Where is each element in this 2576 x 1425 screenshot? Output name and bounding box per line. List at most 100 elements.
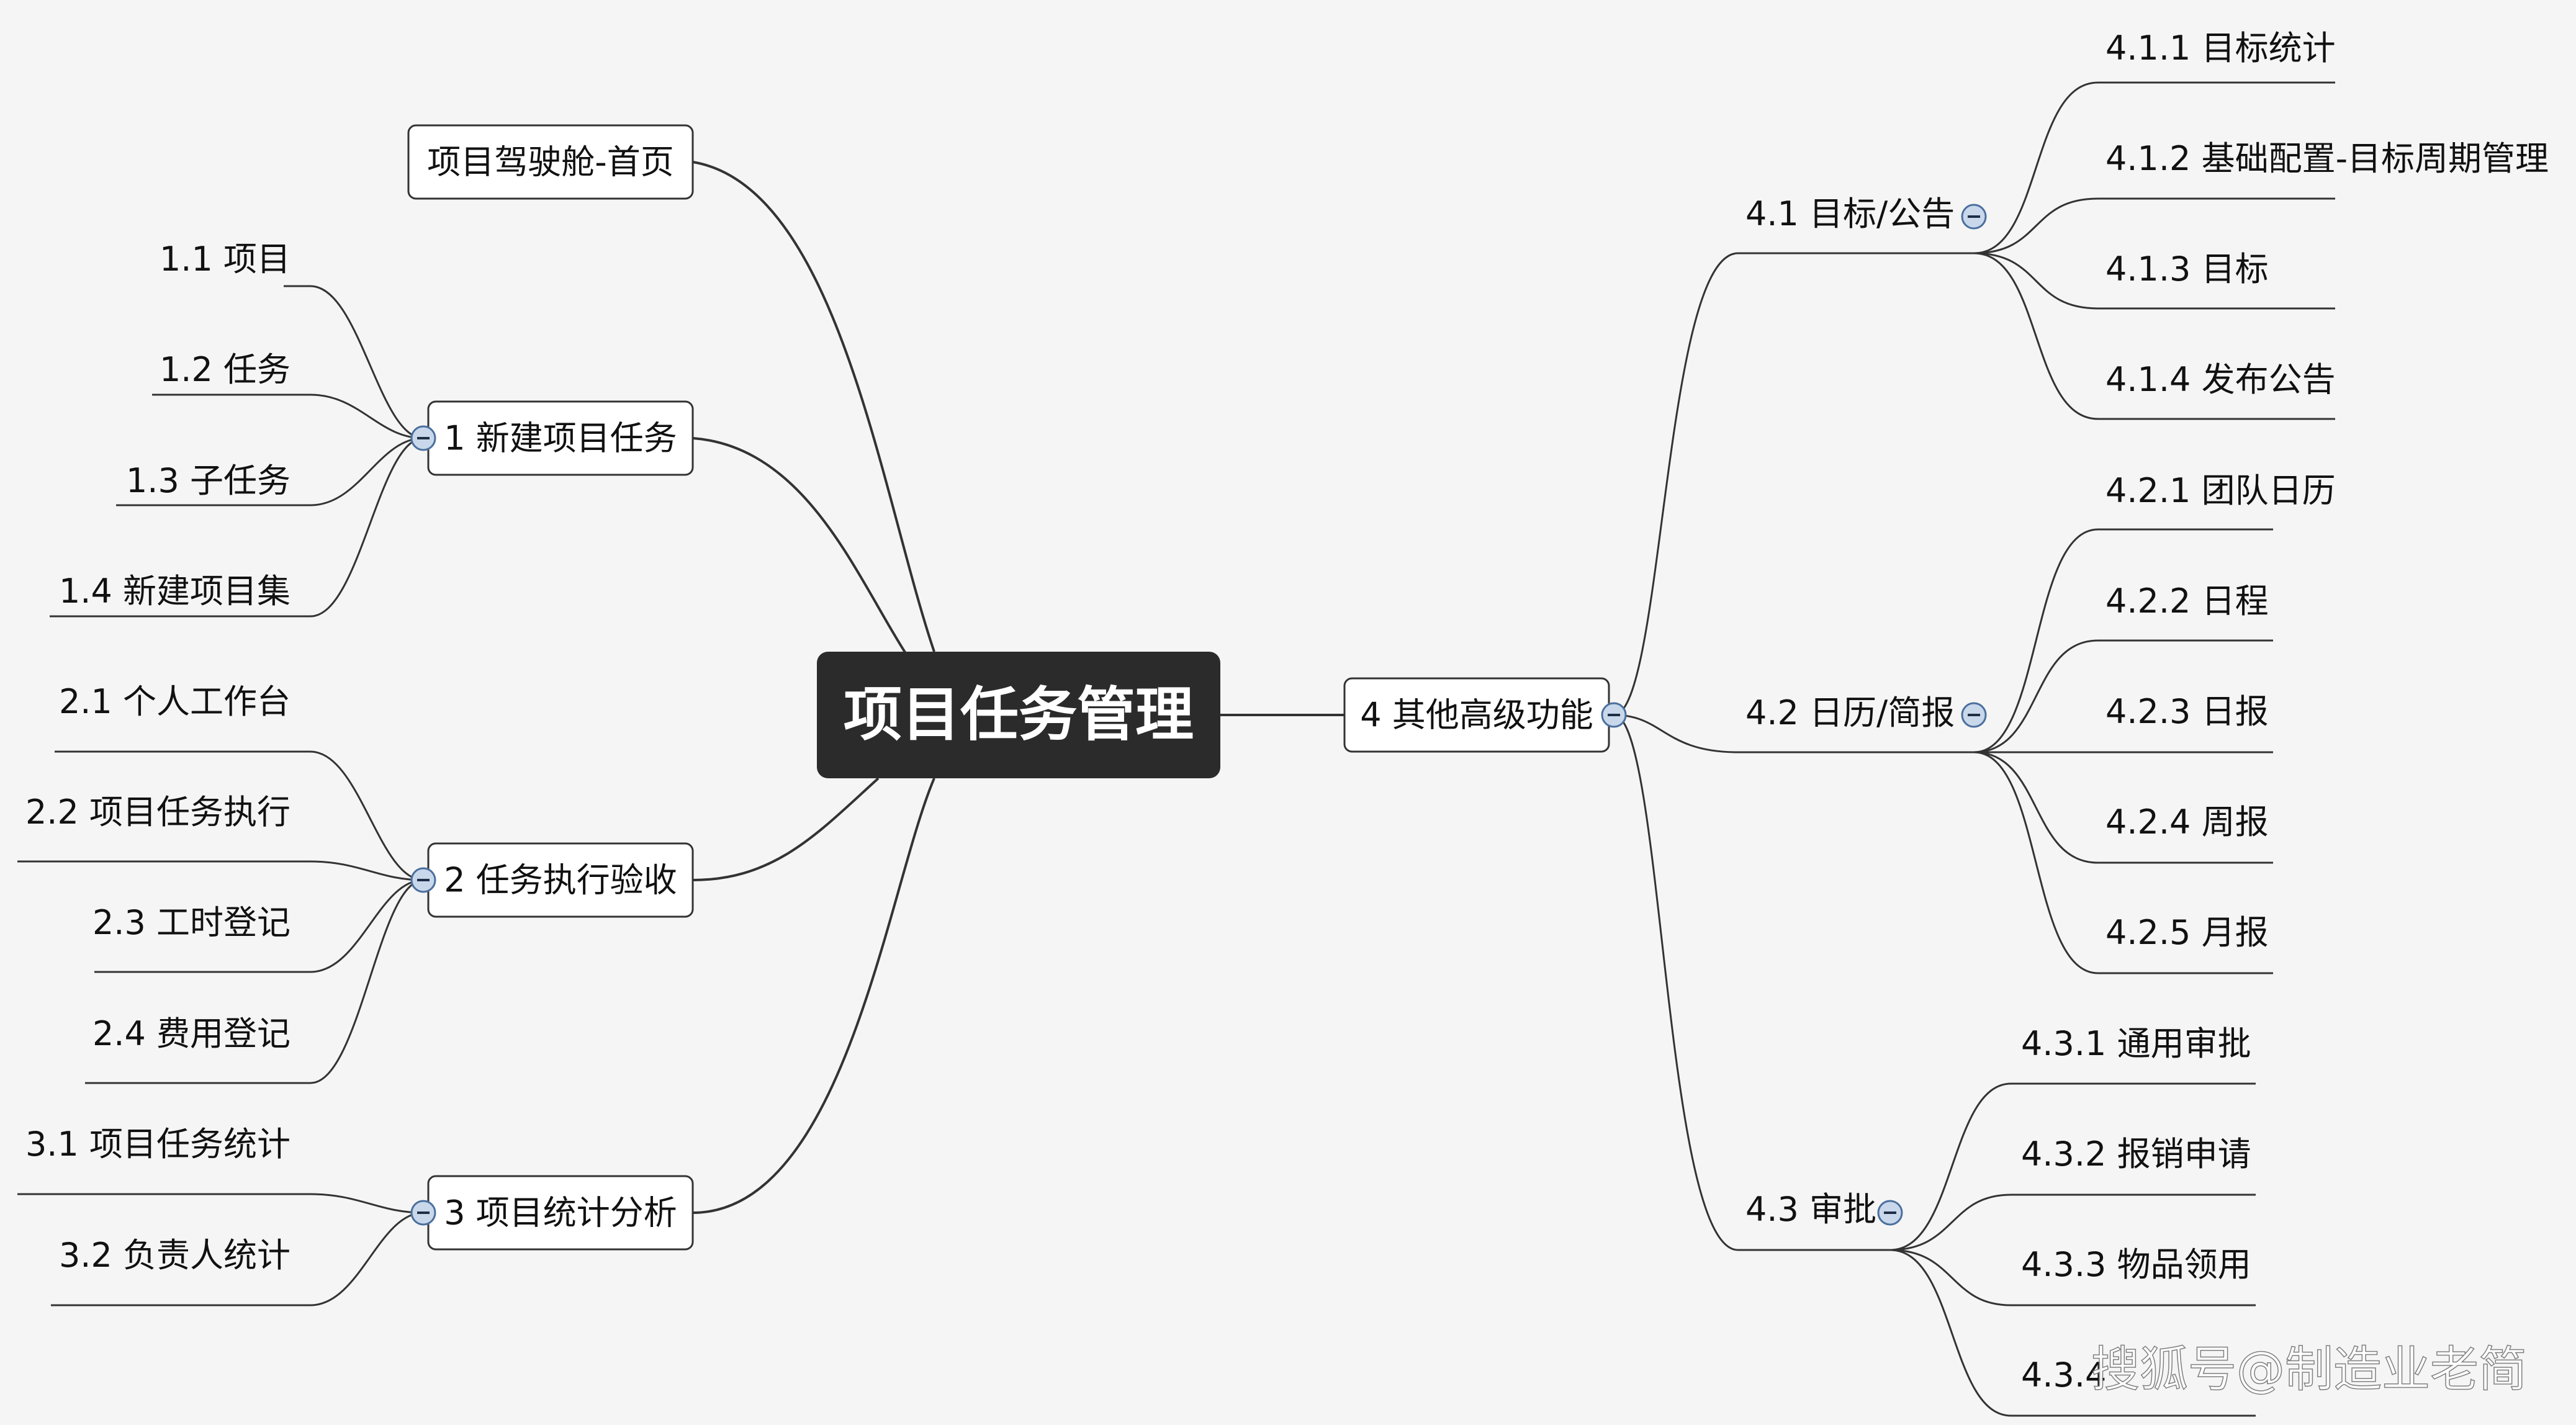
connector-subtopic-2-4 (85, 879, 424, 1084)
topic-branch-2-label: 2 任务执行验收 (444, 861, 677, 900)
connector-subtopic-1-3 (116, 437, 424, 506)
svg-text:3.1 项目任务统计: 3.1 项目任务统计 (25, 1125, 290, 1164)
subtopic-1-4[interactable]: 1.4 新建项目集 (59, 572, 290, 611)
connector-group-4-3 (1613, 714, 1890, 1251)
root-topic-box (817, 652, 1220, 778)
connector-subtopic-3-1 (17, 1193, 424, 1214)
group-4-3[interactable]: 4.3 审批 (1745, 1190, 1876, 1229)
connector-subtopic-4-3-2 (1889, 1193, 2256, 1251)
connector-subtopic-4-2-2 (1973, 639, 2273, 753)
collapse-toggle-group-4-2[interactable] (1961, 702, 1987, 728)
topic-home-label: 项目驾驶舱-首页 (427, 143, 674, 182)
topic-branch-3[interactable]: 3 项目统计分析 (427, 1175, 694, 1251)
topic-branch-2[interactable]: 2 任务执行验收 (427, 842, 694, 918)
topic-branch-1-label: 1 新建项目任务 (444, 419, 677, 458)
topic-branch-1[interactable]: 1 新建项目任务 (427, 400, 694, 476)
topic-home[interactable]: 项目驾驶舱-首页 (407, 124, 694, 200)
watermark-text: 搜狐号@制造业老简 (2091, 1342, 2527, 1398)
topic-branch-4[interactable]: 4 其他高级功能 (1343, 677, 1610, 753)
subtopic-4-2-4[interactable]: 4.2.4 周报 (2105, 802, 2269, 842)
connector-root-home (692, 161, 935, 652)
collapse-toggle-branch-4[interactable] (1601, 702, 1627, 728)
subtopic-4-2-5[interactable]: 4.2.5 月报 (2105, 913, 2269, 952)
group-4-2[interactable]: 4.2 日历/简报 (1745, 693, 1955, 732)
root-topic-label: 项目任务管理 (844, 681, 1194, 749)
svg-text:4.3.2 报销申请: 4.3.2 报销申请 (2021, 1135, 2251, 1174)
subtopic-4-1-4[interactable]: 4.1.4 发布公告 (2105, 360, 2336, 399)
svg-text:4.1.1 目标统计: 4.1.1 目标统计 (2105, 29, 2336, 68)
subtopic-4-2-2[interactable]: 4.2.2 日程 (2105, 582, 2269, 621)
connector-subtopic-4-3-1 (1889, 1082, 2256, 1251)
connector-subtopic-4-2-1 (1973, 528, 2273, 753)
svg-text:3.2 负责人统计: 3.2 负责人统计 (59, 1236, 290, 1275)
subtopic-4-2-1[interactable]: 4.2.1 团队日历 (2105, 471, 2336, 510)
svg-text:1.4 新建项目集: 1.4 新建项目集 (59, 572, 290, 611)
connector-subtopic-1-2 (152, 393, 424, 439)
connector-root-branch-2 (692, 777, 880, 881)
subtopic-2-2[interactable]: 2.2 项目任务执行 (25, 793, 290, 832)
group-4-1-label: 4.1 目标/公告 (1745, 194, 1955, 233)
connector-group-4-2 (1613, 714, 1974, 753)
svg-text:4.3.1 通用审批: 4.3.1 通用审批 (2021, 1024, 2251, 1063)
svg-text:4.2.4 周报: 4.2.4 周报 (2105, 802, 2269, 842)
svg-text:1.1 项目: 1.1 项目 (160, 240, 290, 279)
mindmap-nodes: 项目任务管理 项目驾驶舱-首页 1 新建项目任务 1.1 项目 1.2 任务 1… (25, 29, 2549, 1395)
collapse-toggle-branch-1[interactable] (410, 425, 436, 451)
subtopic-4-1-3[interactable]: 4.1.3 目标 (2105, 249, 2269, 289)
svg-text:4.1.2 基础配置-目标周期管理: 4.1.2 基础配置-目标周期管理 (2105, 139, 2549, 178)
connector-subtopic-4-1-1 (1973, 81, 2335, 254)
subtopic-4-2-3[interactable]: 4.2.3 日报 (2105, 692, 2269, 731)
svg-text:2.1 个人工作台: 2.1 个人工作台 (59, 682, 290, 721)
connector-subtopic-4-1-3 (1973, 252, 2335, 310)
connector-subtopic-4-2-4 (1973, 751, 2273, 864)
svg-text:4.3.4: 4.3.4 (2021, 1355, 2106, 1395)
svg-text:4.2.2 日程: 4.2.2 日程 (2105, 582, 2269, 621)
subtopic-4-3-1[interactable]: 4.3.1 通用审批 (2021, 1024, 2251, 1063)
subtopic-2-3[interactable]: 2.3 工时登记 (92, 903, 290, 942)
subtopic-1-3[interactable]: 1.3 子任务 (126, 461, 290, 500)
svg-text:1.2 任务: 1.2 任务 (160, 350, 290, 389)
svg-text:4.1.4 发布公告: 4.1.4 发布公告 (2105, 360, 2336, 399)
subtopic-1-2[interactable]: 1.2 任务 (160, 350, 290, 389)
collapse-toggle-branch-2[interactable] (410, 867, 436, 893)
topic-branch-4-label: 4 其他高级功能 (1360, 696, 1593, 735)
svg-text:4.2.3 日报: 4.2.3 日报 (2105, 692, 2269, 731)
connector-subtopic-1-4 (50, 437, 424, 618)
subtopic-4-3-4[interactable]: 4.3.4 (2021, 1355, 2106, 1395)
svg-text:4.2.1 团队日历: 4.2.1 团队日历 (2105, 471, 2336, 510)
collapse-toggle-branch-3[interactable] (410, 1200, 436, 1226)
group-4-1[interactable]: 4.1 目标/公告 (1745, 194, 1955, 233)
topic-branch-3-label: 3 项目统计分析 (444, 1193, 677, 1233)
subtopic-3-2[interactable]: 3.2 负责人统计 (59, 1236, 290, 1275)
subtopic-2-1[interactable]: 2.1 个人工作台 (59, 682, 290, 721)
connector-subtopic-2-2 (17, 860, 424, 881)
svg-text:4.1.3 目标: 4.1.3 目标 (2105, 249, 2269, 289)
connector-subtopic-2-3 (94, 879, 424, 973)
svg-text:2.2 项目任务执行: 2.2 项目任务执行 (25, 793, 290, 832)
subtopic-2-4[interactable]: 2.4 费用登记 (92, 1014, 290, 1053)
collapse-toggle-group-4-3[interactable] (1877, 1200, 1903, 1226)
connector-subtopic-1-1 (284, 285, 424, 439)
connector-subtopic-2-1 (55, 750, 424, 881)
subtopic-3-1[interactable]: 3.1 项目任务统计 (25, 1125, 290, 1164)
subtopic-4-3-3[interactable]: 4.3.3 物品领用 (2021, 1245, 2251, 1284)
connector-group-4-1 (1613, 252, 1974, 716)
svg-text:1.3 子任务: 1.3 子任务 (126, 461, 290, 500)
subtopic-4-1-1[interactable]: 4.1.1 目标统计 (2105, 29, 2336, 68)
subtopic-4-3-2[interactable]: 4.3.2 报销申请 (2021, 1135, 2251, 1174)
svg-text:2.4 费用登记: 2.4 费用登记 (92, 1014, 290, 1053)
subtopic-1-1[interactable]: 1.1 项目 (160, 240, 290, 279)
connector-subtopic-3-2 (51, 1211, 424, 1306)
group-4-3-label: 4.3 审批 (1745, 1190, 1876, 1229)
connector-subtopic-4-2-5 (1973, 751, 2273, 974)
collapse-toggle-group-4-1[interactable] (1961, 204, 1987, 230)
svg-text:4.3.3 物品领用: 4.3.3 物品领用 (2021, 1245, 2251, 1284)
connector-lines (17, 81, 2335, 1417)
subtopic-4-1-2[interactable]: 4.1.2 基础配置-目标周期管理 (2105, 139, 2549, 178)
connector-subtopic-4-1-4 (1973, 252, 2335, 420)
root-topic[interactable]: 项目任务管理 (817, 652, 1220, 778)
connector-root-branch-1 (692, 437, 907, 655)
group-4-2-label: 4.2 日历/简报 (1745, 693, 1955, 732)
connector-subtopic-4-1-2 (1973, 197, 2335, 254)
